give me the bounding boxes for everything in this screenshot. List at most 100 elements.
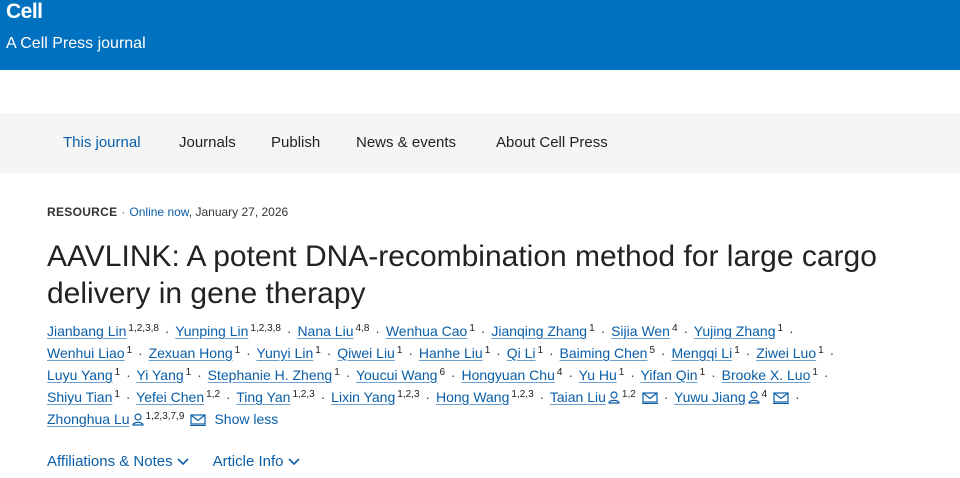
author-affiliation-sup: 1 [334, 367, 340, 378]
author-separator: · [164, 323, 170, 339]
nav-news-events[interactable]: News & events [356, 134, 457, 151]
author-link[interactable]: Ting Yan [236, 389, 291, 405]
author-link[interactable]: Jianbang Lin [47, 323, 127, 339]
author-link[interactable]: Shiyu Tian [47, 389, 113, 405]
author-affiliation-sup: 1 [315, 345, 321, 356]
author-separator: · [225, 389, 231, 405]
author-link[interactable]: Wenhua Cao [385, 323, 468, 339]
author-link[interactable]: Youcui Wang [355, 367, 438, 383]
author-affiliation-sup: 1 [186, 367, 192, 378]
author-link[interactable]: Sijia Wen [611, 323, 670, 339]
author-separator: · [539, 389, 545, 405]
author-separator: · [660, 345, 666, 361]
affiliation-numbers: 1 [812, 367, 818, 378]
affiliation-numbers: 1,2,3 [397, 389, 420, 400]
article-info-label: Article Info [212, 453, 284, 470]
person-icon [608, 388, 620, 410]
author-affiliation-sup: 4,8 [355, 323, 369, 334]
article-info-toggle[interactable]: Article Info [213, 453, 300, 470]
author-separator: · [600, 323, 606, 339]
affiliation-numbers: 4 [671, 323, 678, 334]
show-less-button[interactable]: Show less [214, 411, 279, 427]
author-link[interactable]: Yi Yang [136, 367, 184, 383]
affiliation-numbers: 1 [618, 367, 625, 378]
author-link[interactable]: Luyu Yang [47, 367, 113, 383]
author-link[interactable]: Lixin Yang [331, 389, 396, 405]
author-separator: · [663, 389, 669, 405]
author-separator: · [829, 345, 835, 361]
author-affiliation-sup: 1,2 [622, 389, 636, 400]
author-link[interactable]: Jianqing Zhang [491, 323, 588, 339]
author-affiliation-sup: 1,2,3 [397, 389, 419, 400]
affiliation-numbers: 4,8 [355, 323, 370, 334]
author-affiliation-sup: 6 [439, 367, 445, 378]
author-link[interactable]: Taian Liu [549, 389, 606, 405]
author-affiliation-sup: 1 [812, 367, 818, 378]
author-separator: · [683, 323, 689, 339]
author-separator: · [326, 345, 332, 361]
author-link[interactable]: Zexuan Hong [148, 345, 233, 361]
author-affiliation-sup: 1 [397, 345, 403, 356]
author-link[interactable]: Yujing Zhang [693, 323, 776, 339]
affiliations-notes-toggle[interactable]: Affiliations & Notes [47, 453, 189, 470]
author-link[interactable]: Yuwu Jiang [674, 389, 746, 405]
author-link[interactable]: Wenhui Liao [47, 345, 125, 361]
author-separator: · [138, 345, 143, 361]
author-link[interactable]: Qiwei Liu [337, 345, 395, 361]
nav-about-cell-press[interactable]: About Cell Press [496, 134, 608, 151]
journal-logo[interactable]: Cell [6, 0, 43, 23]
author-link[interactable]: Yunping Lin [175, 323, 249, 339]
affiliation-numbers: 1,2,3 [511, 389, 534, 400]
author-affiliation-sup: 1,2 [206, 389, 220, 400]
author-link[interactable]: Baiming Chen [559, 345, 648, 361]
author-link[interactable]: Yifan Qin [640, 367, 698, 383]
author-affiliation-sup: 1 [485, 345, 491, 356]
affiliation-numbers: 1 [315, 345, 321, 356]
author-separator: · [408, 345, 413, 361]
affiliation-numbers: 1,2,3,7,9 [145, 411, 185, 422]
author-link[interactable]: Hongyuan Chu [461, 367, 555, 383]
author-link[interactable]: Hanhe Liu [418, 345, 483, 361]
article-type: RESOURCE [47, 205, 118, 219]
author-affiliation-sup: 1 [235, 345, 241, 356]
nav-journals[interactable]: Journals [179, 134, 236, 151]
author-link[interactable]: Yefei Chen [136, 389, 205, 405]
author-link[interactable]: Yunyi Lin [256, 345, 314, 361]
author-link[interactable]: Ziwei Luo [756, 345, 817, 361]
author-link[interactable]: Zhonghua Lu [47, 411, 130, 427]
author-link[interactable]: Mengqi Li [671, 345, 733, 361]
author-affiliation-sup: 4 [557, 367, 563, 378]
envelope-icon[interactable] [641, 388, 658, 410]
nav-publish[interactable]: Publish [271, 134, 321, 151]
author-link[interactable]: Yu Hu [578, 367, 617, 383]
affiliation-numbers: 1 [484, 345, 491, 356]
article-meta: RESOURCE·Online now, January 27, 2026 [47, 204, 288, 220]
author-affiliation-sup: 1,2,3,8 [250, 323, 281, 334]
affiliation-numbers: 1 [777, 323, 784, 334]
author-affiliation-sup: 1 [127, 345, 133, 356]
nav-this-journal[interactable]: This journal [63, 134, 141, 151]
author-link[interactable]: Qi Li [506, 345, 536, 361]
site-header: Cell A Cell Press journal [0, 0, 960, 70]
author-affiliation-sup: 1 [469, 323, 475, 334]
author-affiliation-sup: 1 [538, 345, 544, 356]
affiliation-numbers: 1 [699, 367, 706, 378]
envelope-icon[interactable] [773, 388, 790, 410]
author-link[interactable]: Brooke X. Luo [721, 367, 811, 383]
affiliation-numbers: 1,2,3,8 [250, 323, 281, 334]
envelope-icon[interactable] [190, 410, 207, 432]
author-link[interactable]: Hong Wang [435, 389, 510, 405]
author-link[interactable]: Stephanie H. Zheng [207, 367, 333, 383]
author-affiliation-sup: 1 [619, 367, 625, 378]
journal-tagline: A Cell Press journal [6, 35, 146, 52]
author-separator: · [548, 345, 554, 361]
online-status-link[interactable]: Online now [129, 205, 189, 219]
author-link[interactable]: Nana Liu [297, 323, 354, 339]
affiliation-numbers: 4 [761, 389, 768, 400]
author-separator: · [425, 389, 431, 405]
author-affiliation-sup: 1 [115, 367, 121, 378]
publication-date: , January 27, 2026 [188, 205, 289, 219]
